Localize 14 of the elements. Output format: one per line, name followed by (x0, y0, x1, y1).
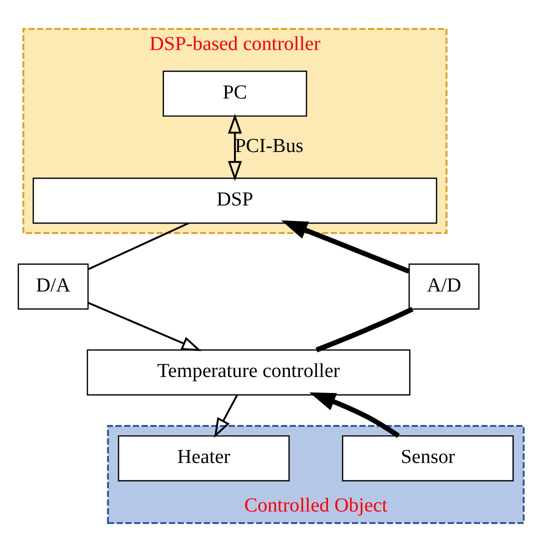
arrow (214, 394, 238, 438)
node-box: Heater (118, 435, 290, 482)
arrow (88, 302, 202, 352)
arrow (281, 220, 410, 274)
connector (316, 306, 414, 352)
arrow (228, 114, 242, 181)
node-box: Sensor (342, 435, 514, 482)
node-box: Temperature controller (86, 349, 410, 396)
node-box: DSP (32, 178, 438, 224)
arrow (309, 392, 400, 438)
node-box: D/A (18, 264, 89, 310)
connector (88, 222, 189, 270)
node-box: A/D (408, 264, 480, 310)
node-box: PC (162, 70, 308, 117)
